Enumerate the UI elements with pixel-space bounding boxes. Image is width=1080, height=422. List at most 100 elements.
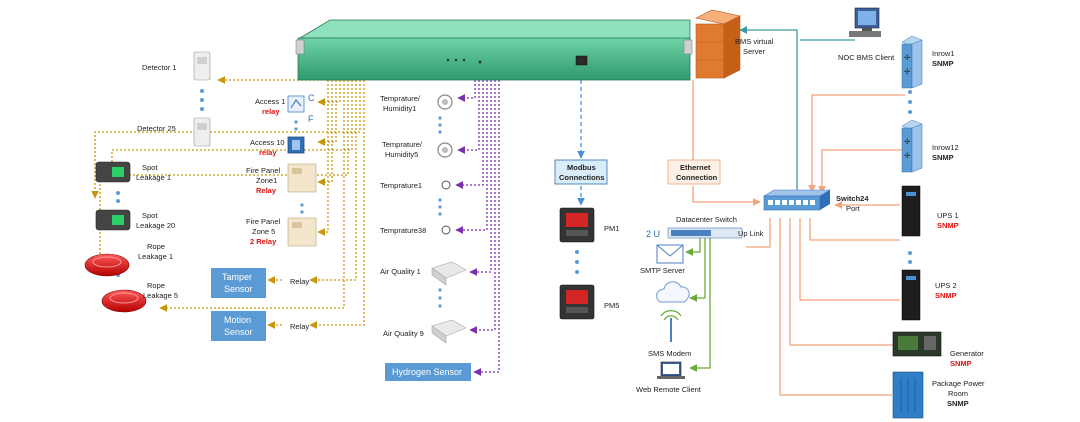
label-ups-1: UPS 1 <box>937 211 959 220</box>
label-inrow-1-snmp: SNMP <box>932 59 954 68</box>
rope-leakage-5 <box>101 289 147 313</box>
label-motion-a: Motion <box>224 315 251 325</box>
power-meter-5 <box>559 284 595 320</box>
label-pkg-b: Room <box>948 389 968 398</box>
label-spot-1-a: Spot <box>142 163 158 172</box>
label-relay-2: Relay <box>290 322 309 331</box>
label-fire-5-relay: 2 Relay <box>250 237 277 246</box>
label-th5-a: Temprature/ <box>382 140 423 149</box>
label-th1-a: Temprature/ <box>380 94 421 103</box>
label-rope-1-a: Rope <box>147 242 165 251</box>
sms-modem-icon <box>660 310 682 342</box>
label-temp1: Temprature1 <box>380 181 422 190</box>
web-remote-client-icon <box>657 361 685 379</box>
label-aq1: Air Quality 1 <box>380 267 421 276</box>
label-bms-a: BMS virtual <box>735 37 774 46</box>
label-spot-20-a: Spot <box>142 211 158 220</box>
label-sms: SMS Modem <box>648 349 691 358</box>
label-relay-1: Relay <box>290 277 309 286</box>
label-spot-1-b: Leakage 1 <box>136 173 171 182</box>
svg-text:✢: ✢ <box>904 67 911 76</box>
ethernet-connection-box: Ethernet Connection <box>667 159 721 185</box>
modbus-connections-box: Modbus Connections <box>554 159 608 185</box>
smtp-server-icon <box>656 244 684 264</box>
label-c: C <box>308 93 315 103</box>
detector-25 <box>193 117 211 147</box>
label-rope-1-b: Leakage 1 <box>138 252 173 261</box>
temp-humidity-5 <box>437 142 453 158</box>
label-tamper-b: Sensor <box>224 284 253 294</box>
label-fire-1-b: Zone1 <box>256 176 277 185</box>
label-rope-5-a: Rope <box>147 281 165 290</box>
detector-1 <box>193 51 211 81</box>
chain-dots <box>116 89 912 308</box>
temperature-38 <box>441 225 451 235</box>
ups-1 <box>901 185 921 237</box>
motion-sensor-box: Motion Sensor <box>211 311 266 341</box>
temperature-1 <box>441 180 451 190</box>
label-inrow-1: Inrow1 <box>932 49 955 58</box>
label-f: F <box>308 114 314 124</box>
label-bms-b: Server <box>743 47 766 56</box>
label-fire-1-relay: Relay <box>256 186 277 195</box>
generator <box>892 331 942 357</box>
access-1 <box>287 95 305 113</box>
bms-virtual-server <box>695 9 741 79</box>
label-access-10-relay: relay <box>259 148 277 157</box>
label-uplink: Up Link <box>738 229 764 238</box>
label-inrow-12-snmp: SNMP <box>932 153 954 162</box>
label-dc-switch: Datacenter Switch <box>676 215 737 224</box>
spot-leakage-1 <box>95 161 131 183</box>
label-pkg-snmp: SNMP <box>947 399 969 408</box>
label-smtp: SMTP Server <box>640 266 685 275</box>
wiring-orange <box>620 56 905 396</box>
svg-text:✢: ✢ <box>904 151 911 160</box>
hydrogen-sensor-box: Hydrogen Sensor <box>385 363 471 381</box>
package-power-room <box>892 371 924 419</box>
air-quality-9 <box>431 319 467 344</box>
datacenter-switch <box>667 227 743 239</box>
label-fire-1-a: Fire Panel <box>246 166 281 175</box>
label-ups-1-snmp: SNMP <box>937 221 959 230</box>
label-pm5: PM5 <box>604 301 619 310</box>
label-fire-5-a: Fire Panel <box>246 217 281 226</box>
label-access-10: Access 10 <box>250 138 285 147</box>
label-modbus-b: Connections <box>559 173 604 182</box>
temp-humidity-1 <box>437 94 453 110</box>
air-quality-1 <box>431 261 467 286</box>
label-generator-snmp: SNMP <box>950 359 972 368</box>
ups-2 <box>901 269 921 321</box>
fire-panel-zone-1 <box>287 163 317 193</box>
label-switch-a: Switch24 <box>836 194 869 203</box>
label-aq9: Air Quality 9 <box>383 329 424 338</box>
power-meter-1 <box>559 207 595 243</box>
internet-cloud-icon <box>656 281 690 303</box>
svg-text:✢: ✢ <box>904 53 911 62</box>
label-hydrogen: Hydrogen Sensor <box>392 367 462 377</box>
label-fire-5-b: Zone 5 <box>252 227 275 236</box>
label-pm1: PM1 <box>604 224 619 233</box>
label-generator: Generator <box>950 349 984 358</box>
label-motion-b: Sensor <box>224 327 253 337</box>
label-eth-a: Ethernet <box>680 163 711 172</box>
label-inrow-12: Inrow12 <box>932 143 959 152</box>
label-2u: 2 U <box>646 229 660 239</box>
tamper-sensor-box: Tamper Sensor <box>211 268 266 298</box>
fire-panel-zone-5 <box>287 217 317 247</box>
svg-text:✢: ✢ <box>904 137 911 146</box>
label-detector-25: Detector 25 <box>137 124 176 133</box>
spot-leakage-20 <box>95 209 131 231</box>
label-switch-b: Port <box>846 204 861 213</box>
label-web: Web Remote Client <box>636 385 702 394</box>
label-ups-2-snmp: SNMP <box>935 291 957 300</box>
wiring-purple <box>455 80 500 376</box>
access-10 <box>287 136 305 154</box>
label-modbus-a: Modbus <box>567 163 596 172</box>
label-th5-b: Humidity5 <box>385 150 418 159</box>
label-pkg-a: Package Power <box>932 379 985 388</box>
label-access-1: Access 1 <box>255 97 285 106</box>
wiring-teal <box>739 26 855 192</box>
wiring-green <box>685 238 711 372</box>
label-noc: NOC BMS Client <box>838 53 895 62</box>
rope-leakage-1 <box>84 253 130 277</box>
